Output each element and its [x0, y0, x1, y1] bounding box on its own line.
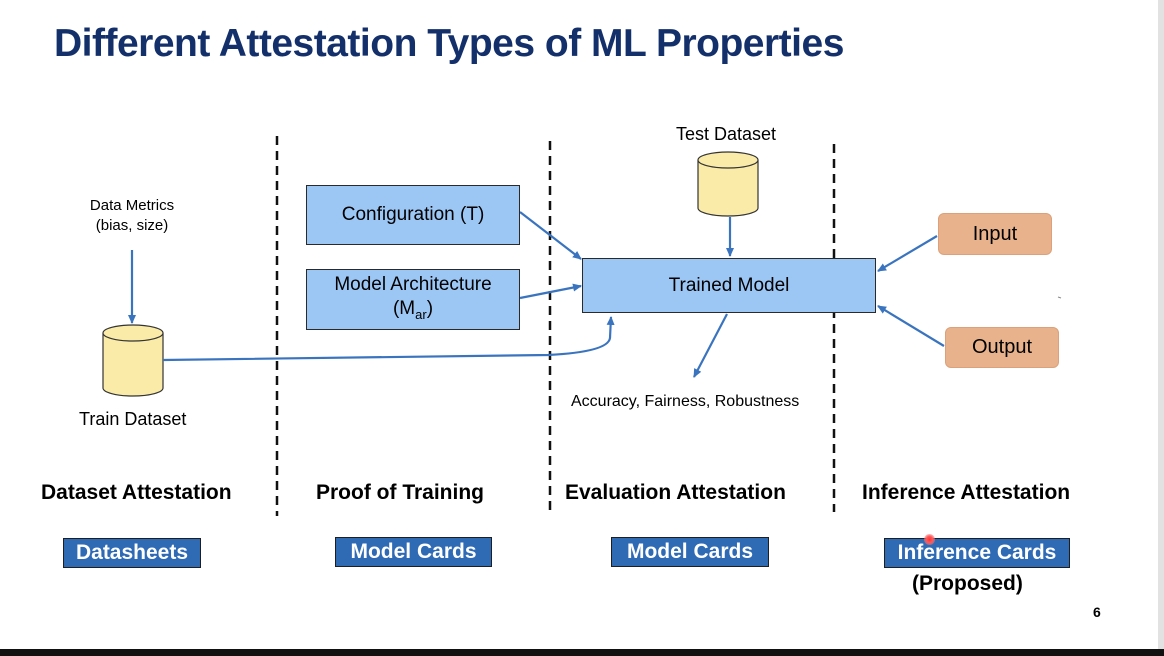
- stray-mark: [1057, 296, 1062, 299]
- arrow-input-to-model: [877, 235, 938, 272]
- test-dataset-label: Test Dataset: [676, 124, 777, 144]
- test-dataset-cylinder-icon: [697, 151, 759, 217]
- model-architecture-label: Model Architecture: [334, 273, 492, 295]
- arrow-train-to-model: [162, 316, 615, 362]
- train-dataset-cylinder-icon: [102, 324, 164, 397]
- output-box: Output: [945, 327, 1059, 368]
- configuration-label: Configuration (T): [341, 204, 485, 225]
- datasheets-badge: Datasheets: [63, 538, 201, 568]
- arrow-output-to-model: [877, 305, 945, 347]
- configuration-box: Configuration (T): [306, 185, 520, 245]
- inference-cards-badge: Inference Cards: [884, 538, 1070, 568]
- model-architecture-box: Model Architecture (Mar): [306, 269, 520, 330]
- window-bottom-bar: [0, 649, 1164, 656]
- proposed-note: (Proposed): [912, 572, 1023, 595]
- laser-pointer-icon: [924, 534, 935, 545]
- output-label: Output: [971, 336, 1033, 358]
- slide-title: Different Attestation Types of ML Proper…: [54, 22, 844, 65]
- data-metrics-label: Data Metrics (bias, size): [84, 196, 180, 236]
- trained-model-label: Trained Model: [668, 275, 790, 296]
- arrow-arch-to-model: [519, 283, 582, 300]
- page-number: 6: [1093, 604, 1101, 620]
- metrics-output-label: Accuracy, Fairness, Robustness: [571, 393, 800, 410]
- section-label-dataset-attestation: Dataset Attestation: [41, 481, 232, 504]
- input-box: Input: [938, 213, 1052, 255]
- section-label-inference-attestation: Inference Attestation: [862, 481, 1071, 504]
- window-right-edge: [1158, 0, 1164, 656]
- model-cards-badge-evaluation: Model Cards: [611, 537, 769, 567]
- arrow-config-to-model: [519, 211, 582, 260]
- train-dataset-label: Train Dataset: [79, 409, 187, 429]
- arrow-model-to-metrics: [693, 313, 728, 378]
- trained-model-box: Trained Model: [582, 258, 876, 313]
- section-label-evaluation-attestation: Evaluation Attestation: [565, 481, 786, 504]
- model-architecture-symbol: (Mar): [392, 297, 434, 322]
- model-cards-badge-training: Model Cards: [335, 537, 492, 567]
- input-label: Input: [972, 222, 1018, 245]
- data-metrics-line2: (bias, size): [95, 217, 169, 234]
- data-metrics-line1: Data Metrics: [89, 197, 175, 214]
- section-label-proof-of-training: Proof of Training: [316, 481, 484, 504]
